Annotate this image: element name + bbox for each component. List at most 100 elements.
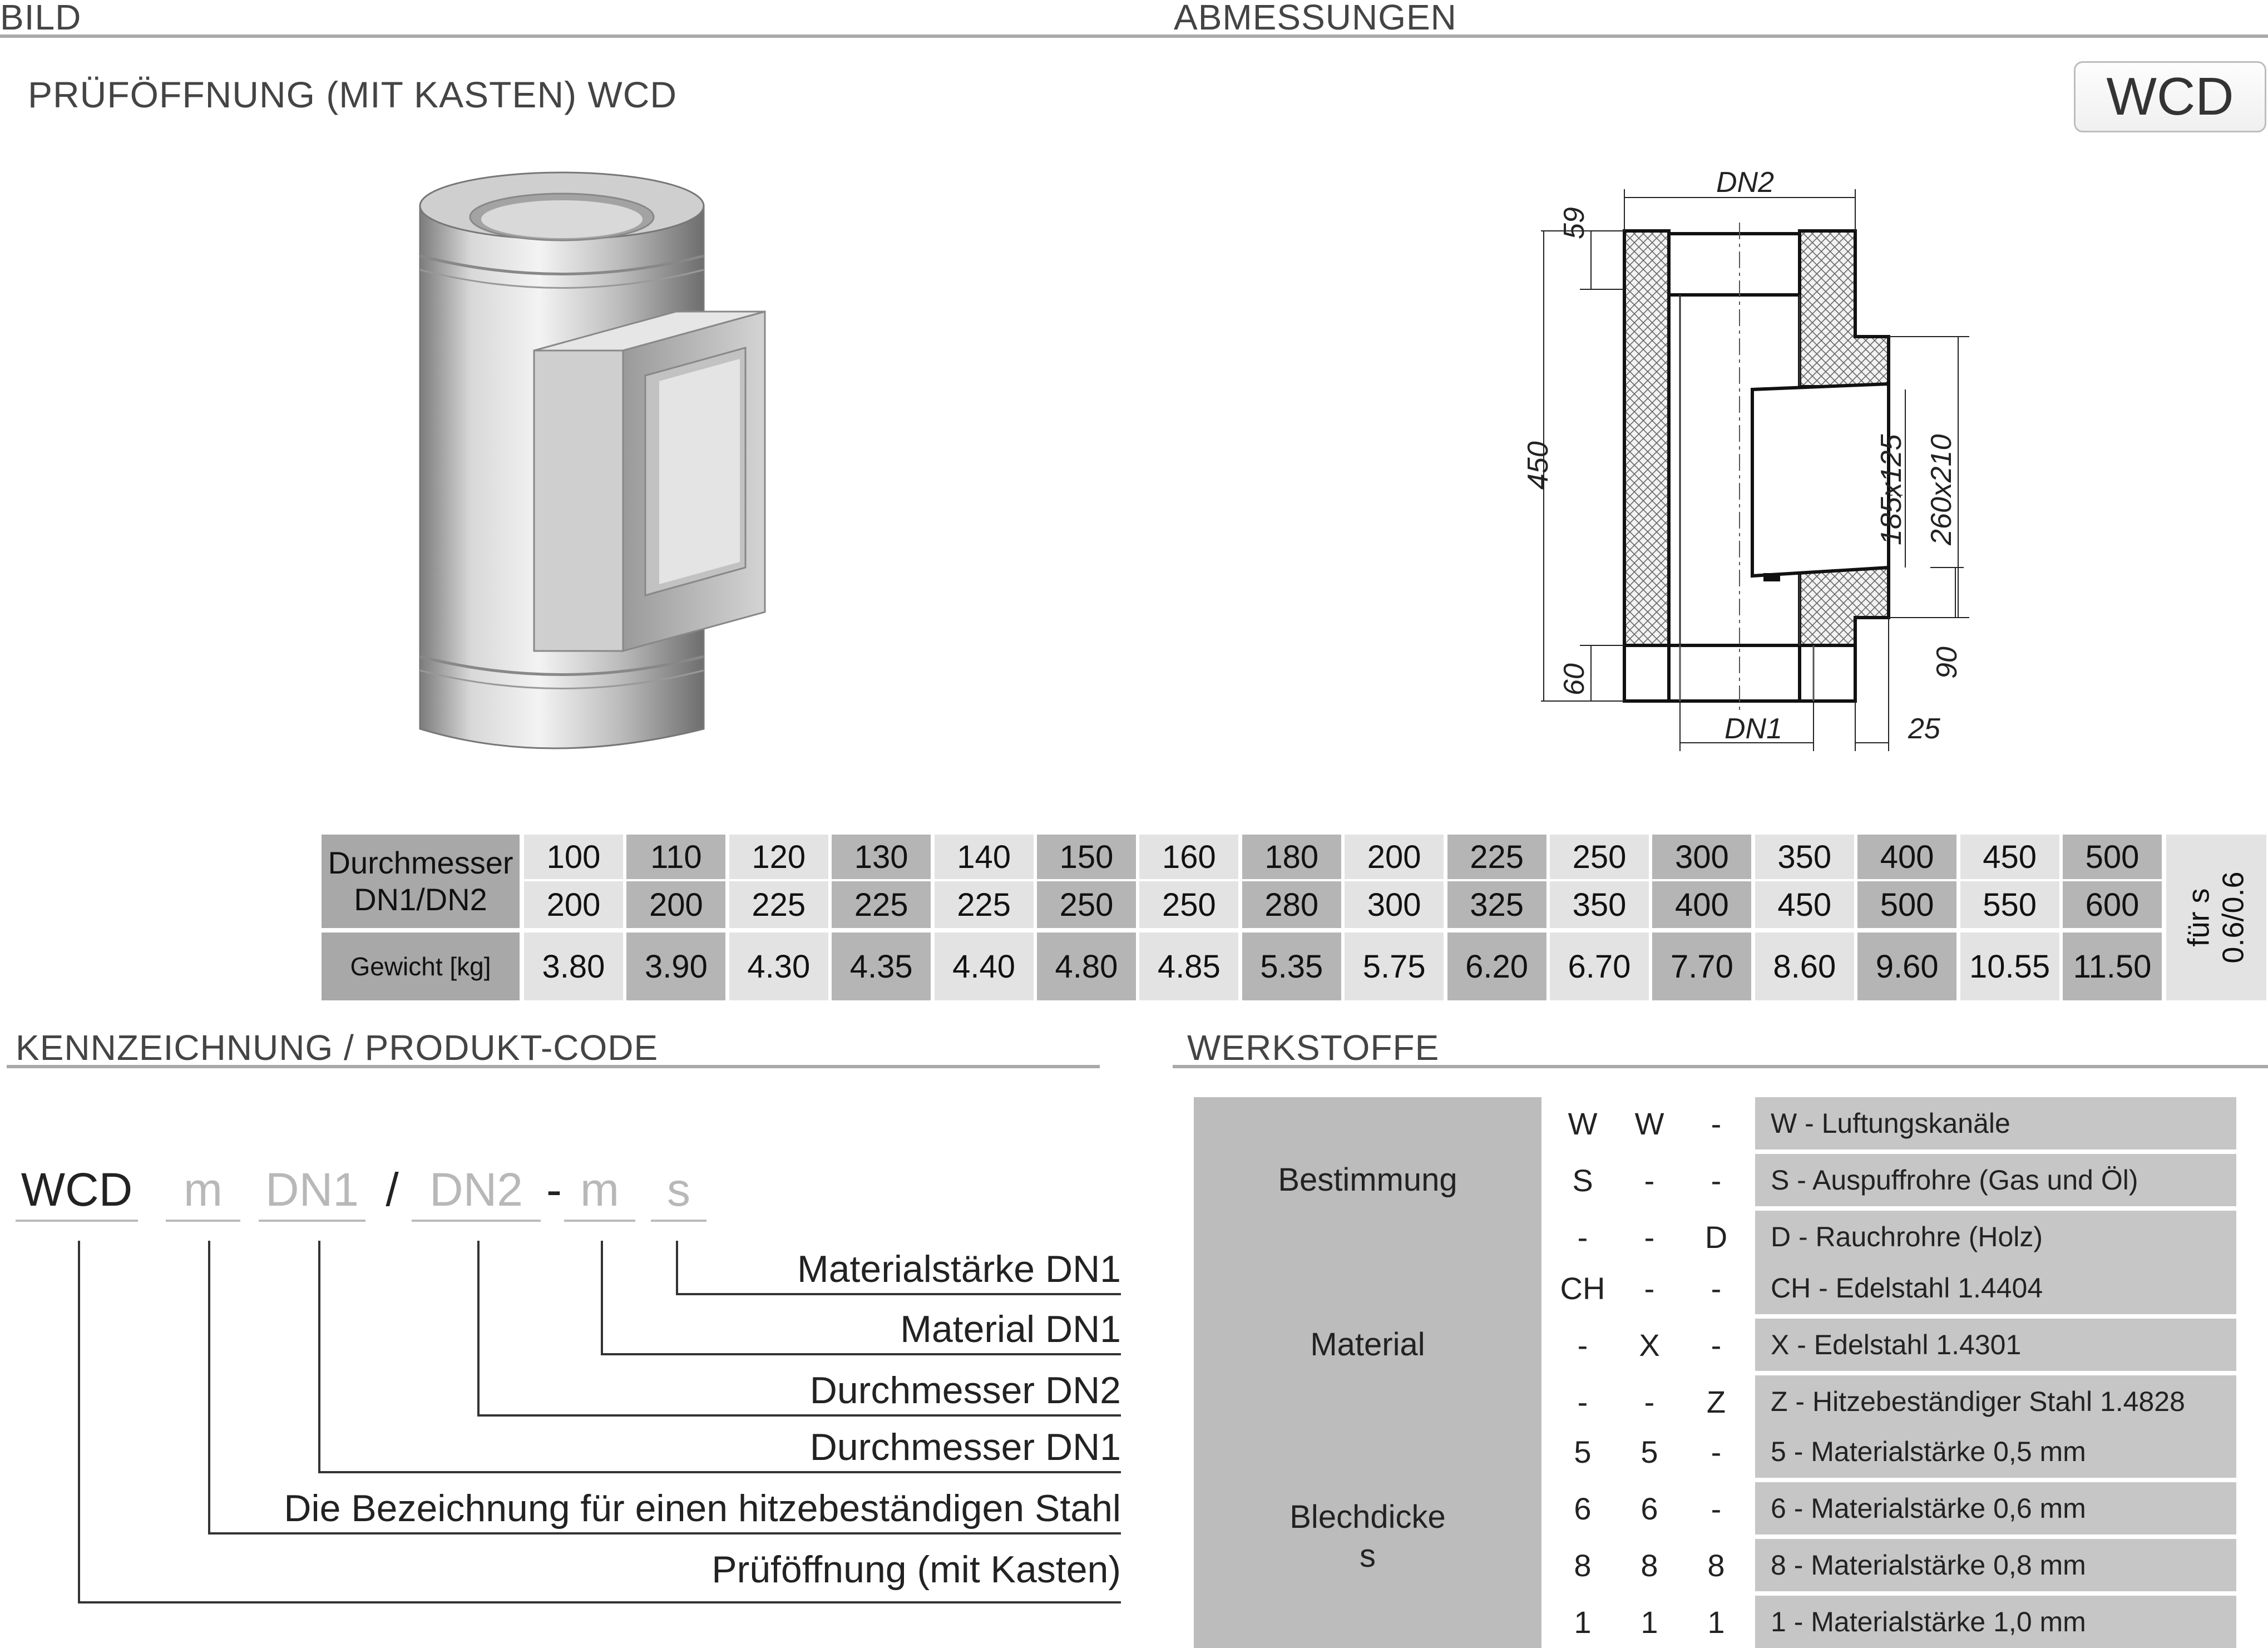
code-leader-vertical [676, 1241, 678, 1295]
materials-code-cell: - [1711, 1106, 1722, 1141]
materials-description: 5 - Materialstärke 0,5 mm [1755, 1425, 2236, 1478]
materials-code-cell: - [1577, 1384, 1588, 1419]
section-abmessungen: ABMESSUNGEN [1174, 0, 1457, 37]
technical-drawing [1541, 189, 1969, 751]
spec-weight-cell: 3.90 [626, 932, 726, 1000]
materials-code-cell: - [1711, 1270, 1722, 1306]
spec-weight-cell: 6.70 [1550, 932, 1649, 1000]
spec-dn1-cell: 225 [1447, 835, 1546, 879]
spec-dn2-cell: 225 [832, 881, 931, 928]
code-leader-vertical [208, 1241, 210, 1534]
dim-dn1: DN1 [1725, 713, 1783, 745]
materials-group-label: Material [1194, 1262, 1541, 1428]
materials-code-cell: 1 [1707, 1604, 1725, 1640]
spec-dn1-cell: 110 [626, 835, 726, 879]
spec-dn1-cell: 350 [1755, 835, 1854, 879]
materials-group-name: Blechdicke [1289, 1499, 1446, 1535]
materials-group-name: Bestimmung [1278, 1162, 1457, 1198]
spec-weight-cell: 8.60 [1755, 932, 1854, 1000]
code-label: Durchmesser DN1 [809, 1426, 1121, 1468]
section-werkstoffe: WERKSTOFFE [1187, 1028, 1440, 1068]
spec-side-note-line1: für s [2182, 888, 2216, 947]
materials-group-subname: s [1360, 1538, 1376, 1574]
materials-group-label: Bestimmung [1194, 1097, 1541, 1263]
code-leader-horizontal [601, 1353, 1121, 1355]
materials-code-cell: CH [1560, 1270, 1605, 1306]
code-segment: - [546, 1163, 562, 1216]
materials-code-cell: 6 [1641, 1491, 1658, 1526]
spec-header-weight: Gewicht [kg] [322, 932, 520, 1000]
spec-dn1-cell: 140 [934, 835, 1034, 879]
spec-header-diameter-line1: Durchmesser [328, 845, 513, 880]
spec-dn2-cell: 500 [1857, 881, 1957, 928]
code-underline [412, 1220, 541, 1222]
materials-code-cell: 5 [1574, 1434, 1592, 1469]
spec-dn1-cell: 400 [1857, 835, 1957, 879]
code-segment: / [386, 1163, 399, 1216]
materials-code-cell: 8 [1641, 1547, 1658, 1583]
materials-code-cell: W [1634, 1106, 1664, 1141]
materials-code-cell: 5 [1641, 1434, 1658, 1469]
dim-60: 60 [1558, 663, 1590, 695]
materials-code-cell: 6 [1574, 1491, 1592, 1526]
code-label: Durchmesser DN2 [809, 1369, 1121, 1412]
materials-code-cell: - [1577, 1327, 1588, 1363]
dim-90: 90 [1931, 647, 1963, 679]
code-underline [564, 1220, 635, 1222]
spec-dn1-cell: 200 [1345, 835, 1444, 879]
spec-dn2-cell: 550 [1960, 881, 2059, 928]
werkstoffe-rule [1173, 1065, 2268, 1068]
code-label: Die Bezeichnung für einen hitzebeständig… [284, 1487, 1121, 1529]
materials-code-cell: Z [1706, 1384, 1726, 1419]
product-title: PRÜFÖFFNUNG (MIT KASTEN) WCD [28, 74, 678, 115]
materials-description: S - Auspuffrohre (Gas und Öl) [1755, 1154, 2236, 1206]
materials-description: CH - Edelstahl 1.4404 [1755, 1262, 2236, 1314]
kennzeichnung-rule [7, 1065, 1100, 1068]
materials-code-cell: - [1644, 1162, 1655, 1198]
dim-59: 59 [1558, 207, 1590, 239]
spec-weight-cell: 11.50 [2063, 932, 2162, 1000]
spec-dn1-cell: 180 [1242, 835, 1341, 879]
spec-dn1-cell: 450 [1960, 835, 2059, 879]
materials-description: X - Edelstahl 1.4301 [1755, 1319, 2236, 1371]
code-leader-horizontal [318, 1471, 1121, 1473]
spec-weight-cell: 4.30 [729, 932, 828, 1000]
materials-description: D - Rauchrohre (Holz) [1755, 1211, 2236, 1263]
spec-dn1-cell: 100 [524, 835, 623, 879]
materials-code-cell: - [1644, 1384, 1655, 1419]
spec-dn2-cell: 225 [729, 881, 828, 928]
dim-25: 25 [1908, 713, 1940, 745]
code-label: Material DN1 [900, 1308, 1121, 1350]
materials-code-cell: - [1711, 1327, 1722, 1363]
spec-dn2-cell: 400 [1652, 881, 1752, 928]
spec-dn2-cell: 350 [1550, 881, 1649, 928]
code-underline [651, 1220, 706, 1222]
materials-code-cell: S [1572, 1162, 1593, 1198]
materials-code-cell: 1 [1641, 1604, 1658, 1640]
materials-code-cell: - [1577, 1219, 1588, 1255]
spec-dn2-cell: 200 [626, 881, 726, 928]
spec-dn1-cell: 160 [1139, 835, 1239, 879]
code-leader-horizontal [208, 1532, 1121, 1534]
section-bild: BILD [0, 0, 82, 37]
materials-code-cell: X [1639, 1327, 1660, 1363]
spec-weight-cell: 4.85 [1139, 932, 1239, 1000]
materials-code-cell: - [1711, 1491, 1722, 1526]
materials-code-cell: W [1568, 1106, 1598, 1141]
dim-260x210: 260x210 [1925, 434, 1958, 545]
materials-code-cell: - [1711, 1434, 1722, 1469]
materials-code-cell: - [1711, 1162, 1722, 1198]
dim-dn2: DN2 [1716, 166, 1775, 199]
code-segment: m [184, 1163, 223, 1216]
code-leader-vertical [78, 1241, 80, 1603]
spec-dn2-cell: 600 [2063, 881, 2162, 928]
spec-dn2-cell: 280 [1242, 881, 1341, 928]
materials-code-cell: 1 [1574, 1604, 1592, 1640]
dim-185x125: 185x125 [1875, 434, 1908, 545]
spec-weight-cell: 4.80 [1037, 932, 1136, 1000]
spec-dn1-cell: 300 [1652, 835, 1752, 879]
code-underline [16, 1220, 138, 1222]
product-badge: WCD [2074, 61, 2266, 132]
code-segment: DN2 [429, 1163, 523, 1216]
